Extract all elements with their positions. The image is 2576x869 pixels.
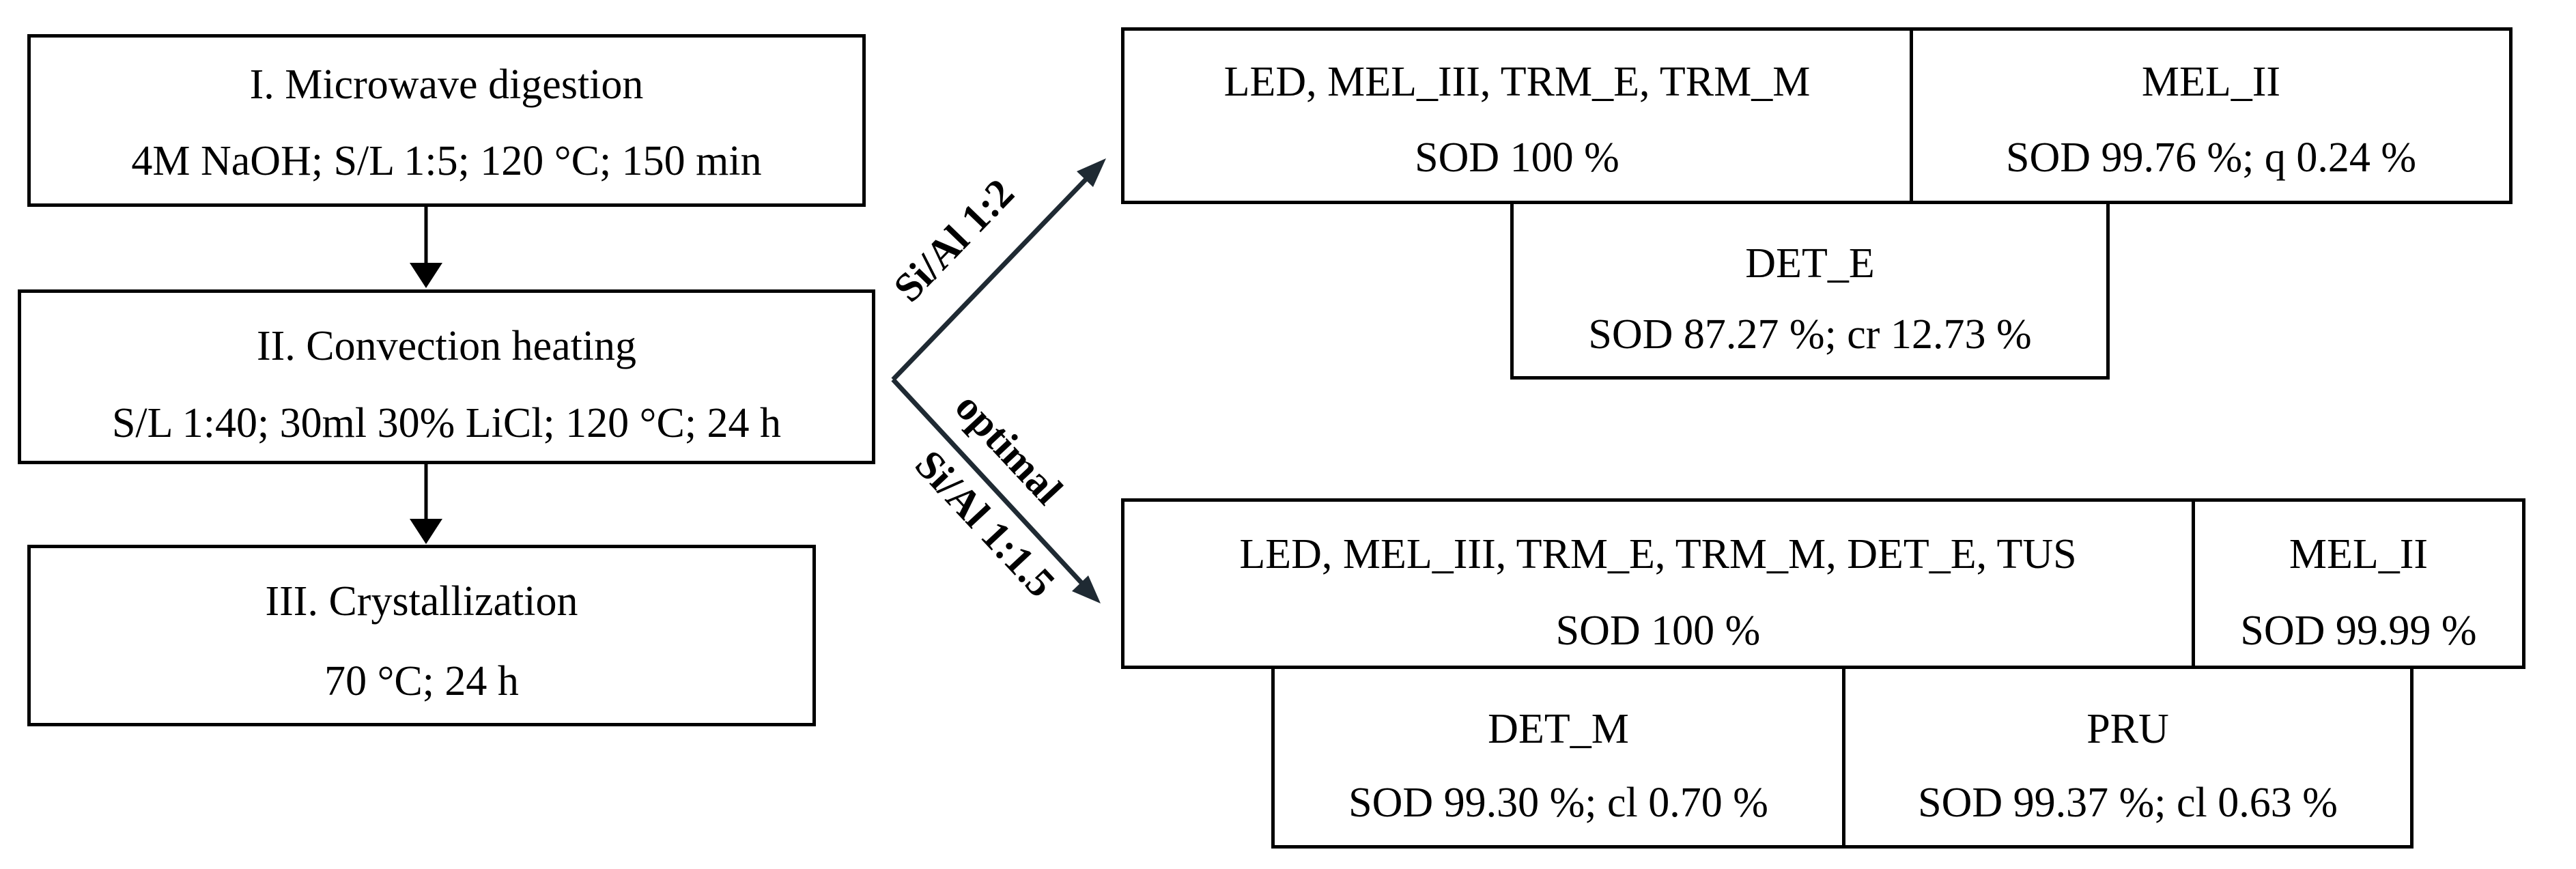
lower-group-1-result: SOD 100 % [1555, 608, 1761, 654]
step-1-box: I. Microwave digestion 4M NaOH; S/L 1:5;… [27, 34, 866, 207]
upper-group-2-result: SOD 99.76 %; q 0.24 % [2005, 134, 2417, 181]
step-1-title: I. Microwave digestion [249, 61, 644, 108]
upper-result-group-2: MEL_II SOD 99.76 %; q 0.24 % [1910, 27, 2513, 204]
lower-result-group-3: DET_M SOD 99.30 %; cl 0.70 % [1271, 666, 1845, 849]
lower-group-1-name: LED, MEL_III, TRM_E, TRM_M, DET_E, TUS [1239, 531, 2077, 578]
step1-to-step2-arrow [410, 207, 442, 288]
upper-group-1-result: SOD 100 % [1415, 134, 1619, 181]
lower-group-3-result: SOD 99.30 %; cl 0.70 % [1348, 780, 1768, 826]
lower-group-3-name: DET_M [1488, 706, 1629, 752]
step-2-box: II. Convection heating S/L 1:40; 30ml 30… [18, 289, 875, 464]
upper-result-group-3: DET_E SOD 87.27 %; cr 12.73 % [1510, 201, 2110, 380]
lower-result-group-2: MEL_II SOD 99.99 % [2192, 498, 2525, 669]
upper-group-3-name: DET_E [1745, 240, 1875, 287]
upper-result-group-1: LED, MEL_III, TRM_E, TRM_M SOD 100 % [1121, 27, 1913, 204]
upper-branch-arrow [891, 158, 1106, 382]
lower-group-4-result: SOD 99.37 %; cl 0.63 % [1918, 780, 2338, 826]
step-3-title: III. Crystallization [265, 578, 578, 625]
lower-group-2-result: SOD 99.99 % [2240, 608, 2477, 654]
upper-group-3-result: SOD 87.27 %; cr 12.73 % [1588, 311, 2032, 358]
step2-to-step3-arrow [410, 464, 442, 544]
lower-result-group-1: LED, MEL_III, TRM_E, TRM_M, DET_E, TUS S… [1121, 498, 2195, 669]
lower-result-group-4: PRU SOD 99.37 %; cl 0.63 % [1842, 666, 2414, 849]
step-3-detail: 70 °C; 24 h [324, 658, 519, 704]
step-3-box: III. Crystallization 70 °C; 24 h [27, 545, 816, 726]
step-2-detail: S/L 1:40; 30ml 30% LiCl; 120 °C; 24 h [111, 400, 782, 446]
lower-group-4-name: PRU [2086, 706, 2169, 752]
upper-group-2-name: MEL_II [2141, 59, 2281, 105]
upper-group-1-name: LED, MEL_III, TRM_E, TRM_M [1223, 59, 1811, 105]
step-2-title: II. Convection heating [256, 323, 637, 369]
step-1-detail: 4M NaOH; S/L 1:5; 120 °C; 150 min [131, 138, 762, 184]
lower-group-2-name: MEL_II [2289, 531, 2429, 578]
lower-branch-arrow [891, 377, 1101, 603]
